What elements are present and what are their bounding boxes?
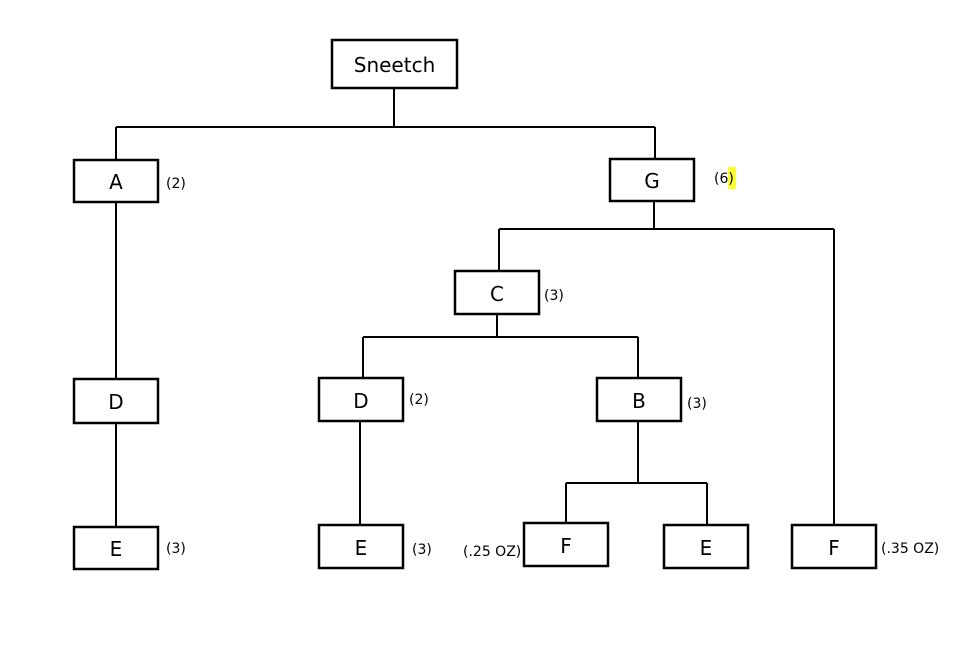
quantity-label: (3) [412,542,432,558]
node-label: G [644,169,660,193]
node-label: E [110,537,123,561]
node-label: F [560,534,572,558]
node-b: B [595,376,683,423]
node-label: D [108,390,123,414]
quantity-label: (.35 OZ) [881,541,939,557]
highlight-mark [728,167,736,189]
node-label: D [353,389,368,413]
node-e-middle: E [317,523,405,570]
node-label: C [490,282,504,306]
node-e-right: E [662,523,750,570]
edge-root-children [115,88,656,160]
connectors [115,88,835,527]
node-f-right: F [790,523,878,570]
quantity-label: (3) [687,396,707,412]
node-label: F [828,536,840,560]
quantity-label: (2) [409,392,429,408]
quantity-label: (.25 OZ) [463,544,521,560]
quantity-label: (2) [166,176,186,192]
quantity-label: (3) [166,541,186,557]
edge-g-children [498,201,835,525]
node-d-left: D [72,377,160,425]
node-e-left: E [72,525,160,571]
node-sneetch: Sneetch [330,38,459,90]
quantity-label: (3) [544,288,564,304]
edge-b-children [565,421,708,525]
node-label: B [632,389,646,413]
edge-c-children [362,314,639,378]
node-label: E [355,536,368,560]
node-d-middle: D [317,376,405,423]
node-c: C [453,269,541,316]
node-f-left: F [522,521,610,568]
node-g: G [608,157,696,203]
quantity-label: (6) [714,171,734,187]
node-label: E [700,536,713,560]
node-label: Sneetch [354,53,436,77]
node-a: A [72,158,160,204]
node-label: A [109,170,123,194]
